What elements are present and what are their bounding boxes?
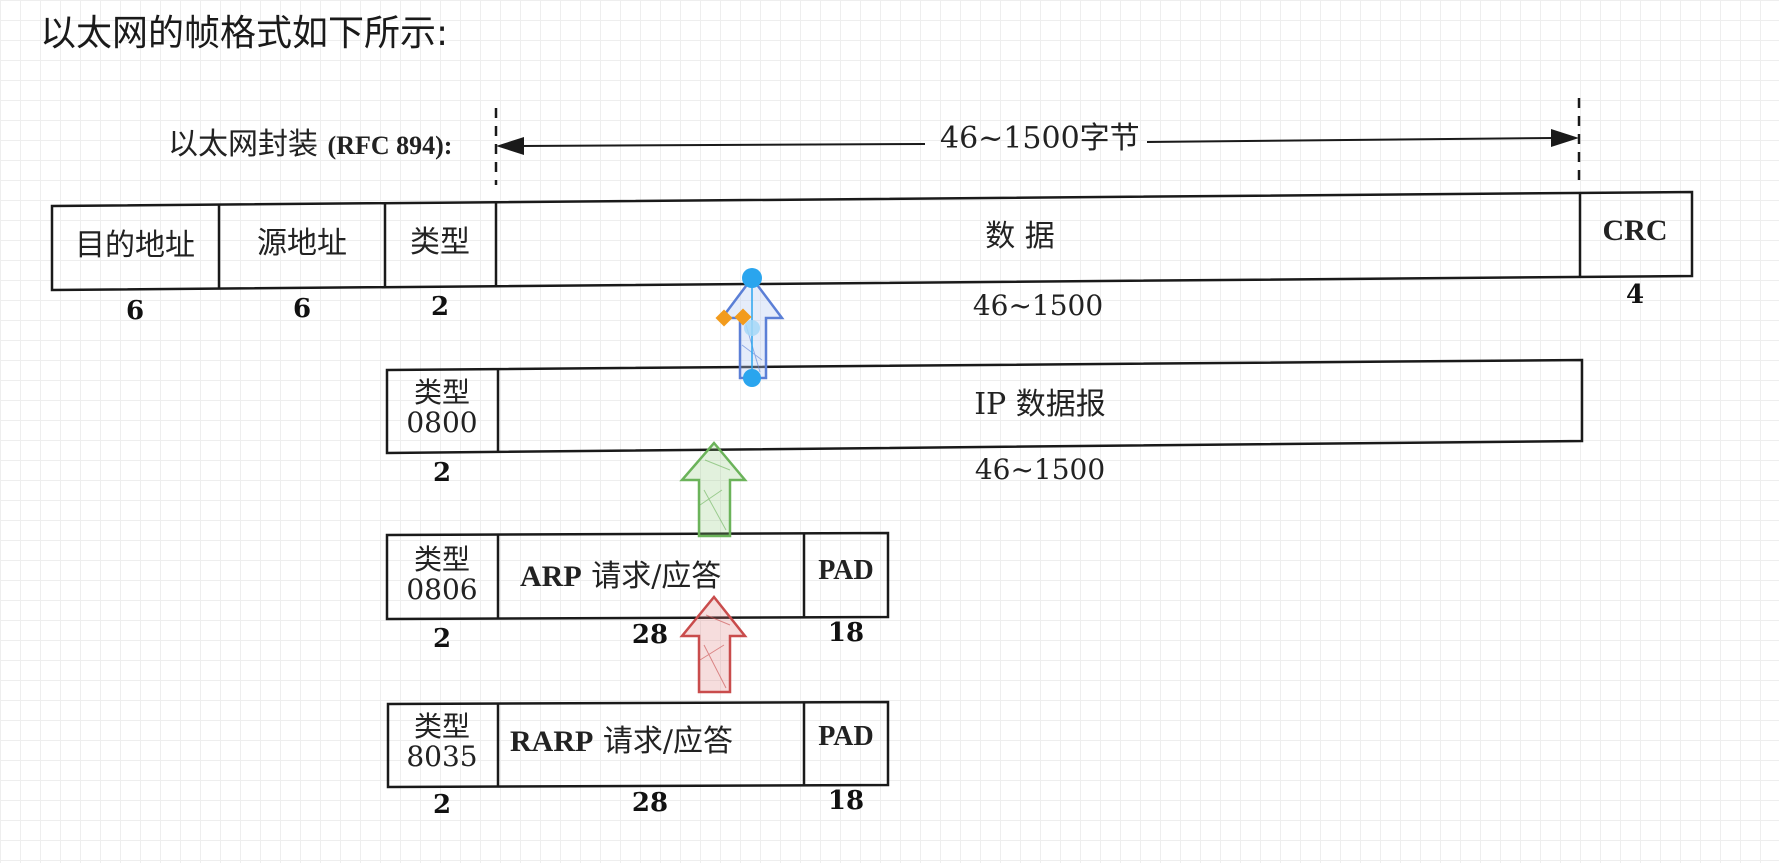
red-up-arrow[interactable] bbox=[679, 595, 748, 694]
size-source-address: 6 bbox=[292, 294, 312, 324]
field-dest-address: 目的地址 bbox=[75, 228, 195, 263]
field-data: 数 据 bbox=[985, 219, 1055, 254]
arrow-end-handle bbox=[742, 268, 762, 288]
size-crc: 4 bbox=[1625, 280, 1645, 310]
arrow-control-handle-a bbox=[715, 309, 733, 327]
size-data: 46~1500 bbox=[972, 289, 1104, 322]
arp-pad-size: 18 bbox=[827, 618, 865, 648]
span-label: 46~1500字节 bbox=[940, 121, 1140, 156]
field-source-address: 源地址 bbox=[257, 226, 347, 261]
rarp-frame-box bbox=[386, 700, 890, 789]
ip-frame-box bbox=[385, 358, 1584, 455]
rarp-payload: RARP 请求/应答 bbox=[510, 727, 733, 757]
span-arrow-right bbox=[1146, 137, 1556, 143]
encapsulation-label-prefix: 以太网封装 bbox=[168, 127, 318, 162]
rarp-payload-prefix: RARP bbox=[510, 725, 594, 758]
ip-type-cell: 类型 0800 bbox=[406, 378, 477, 438]
rarp-pad: PAD bbox=[818, 721, 874, 752]
arp-payload-prefix: ARP bbox=[520, 560, 582, 593]
arp-type-size: 2 bbox=[432, 624, 452, 654]
rarp-payload-text: 请求/应答 bbox=[593, 724, 733, 759]
span-arrowhead-right bbox=[1551, 129, 1579, 147]
ip-payload: IP 数据报 bbox=[974, 387, 1106, 422]
arrow-start-handle bbox=[743, 369, 761, 387]
rarp-type-label: 类型 bbox=[413, 710, 471, 743]
field-crc: CRC bbox=[1602, 214, 1668, 247]
page-heading: 以太网的帧格式如下所示: bbox=[40, 13, 449, 54]
span-arrowhead-left bbox=[496, 137, 524, 155]
arp-payload: ARP 请求/应答 bbox=[520, 562, 721, 592]
size-dest-address: 6 bbox=[125, 296, 145, 326]
arp-type-label: 类型 bbox=[413, 543, 471, 576]
arp-payload-size: 28 bbox=[631, 620, 669, 650]
arrow-mid-handle bbox=[744, 320, 760, 336]
size-type: 2 bbox=[430, 292, 450, 322]
encapsulation-label: 以太网封装 (RFC 894): bbox=[168, 130, 452, 160]
arp-pad: PAD bbox=[818, 555, 874, 586]
span-arrow-left bbox=[519, 143, 926, 147]
rarp-payload-size: 28 bbox=[631, 788, 669, 818]
arp-type-cell: 类型 0806 bbox=[406, 545, 477, 605]
green-up-arrow[interactable] bbox=[679, 441, 748, 538]
arp-type-code: 0806 bbox=[406, 573, 478, 606]
ip-type-size: 2 bbox=[432, 458, 452, 488]
arp-payload-text: 请求/应答 bbox=[581, 559, 722, 594]
encapsulation-rfc: (RFC 894): bbox=[327, 131, 453, 160]
rarp-pad-size: 18 bbox=[827, 786, 865, 816]
arrow-control-handle-b bbox=[734, 308, 752, 326]
blue-up-arrow[interactable] bbox=[715, 268, 785, 387]
field-type: 类型 bbox=[410, 225, 470, 260]
rarp-type-code: 8035 bbox=[406, 740, 478, 773]
ethernet-frame-box bbox=[50, 190, 1694, 292]
arp-frame-box bbox=[385, 531, 890, 621]
ip-type-code: 0800 bbox=[406, 406, 478, 439]
ip-payload-size: 46~1500 bbox=[974, 453, 1106, 486]
rarp-type-size: 2 bbox=[432, 790, 452, 820]
ip-type-label: 类型 bbox=[413, 376, 471, 409]
rarp-type-cell: 类型 8035 bbox=[406, 712, 477, 772]
